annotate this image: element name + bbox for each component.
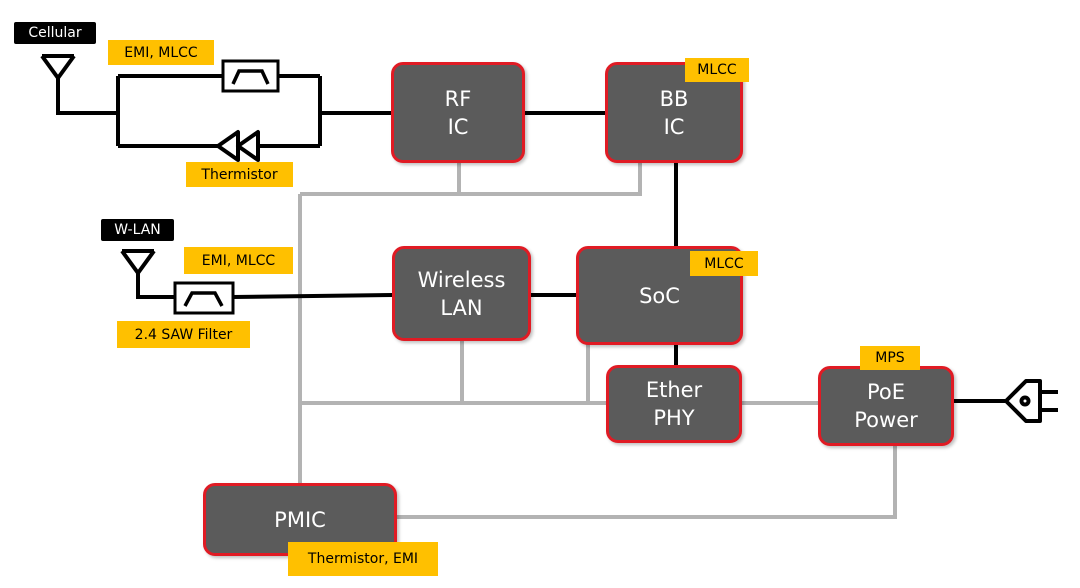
- rf-ic-line-2: IC: [447, 114, 469, 139]
- bb-mlcc-tag: MLCC: [685, 58, 749, 82]
- wlan-to-wireless: [232, 293, 394, 299]
- ether-phy-block: Ether PHY: [606, 365, 742, 443]
- wlan-emi-mlcc-tag: EMI, MLCC: [184, 247, 293, 274]
- thermistor-icon: [216, 130, 260, 162]
- wlan-antenna-icon: [120, 249, 156, 277]
- signal-lines: [56, 74, 1005, 403]
- saw-filter-icon: [173, 281, 235, 315]
- cellular-antenna-icon: [40, 54, 76, 82]
- cellular-antenna-feed: [56, 76, 118, 115]
- mps-tag: MPS: [860, 346, 920, 370]
- saw-filter-tag: 2.4 SAW Filter: [117, 321, 250, 348]
- cellular-label: Cellular: [14, 22, 96, 44]
- power-lines: [298, 162, 897, 519]
- bb-ic-line-2: IC: [663, 114, 685, 139]
- wlan-antenna-feed: [136, 270, 175, 299]
- soc-line-1: SoC: [639, 283, 680, 308]
- cellular-emi-mlcc-tag: EMI, MLCC: [108, 40, 214, 65]
- power-line-pmic-poe: [396, 446, 897, 519]
- wireless-lan-line-1: Wireless: [417, 267, 506, 292]
- thermistor-tag: Thermistor: [186, 162, 293, 187]
- rf-ic-line-1: RF: [444, 86, 472, 111]
- rf-ic-block: RF IC: [391, 62, 525, 163]
- wireless-lan-line-2: LAN: [440, 295, 483, 320]
- wireless-lan-block: Wireless LAN: [392, 246, 531, 341]
- power-line-rf-bb-branch: [300, 162, 461, 196]
- ether-phy-line-1: Ether: [645, 378, 703, 402]
- power-plug-icon: [1004, 379, 1058, 423]
- poe-power-block: PoE Power: [818, 366, 954, 446]
- soc-mlcc-tag: MLCC: [690, 251, 758, 276]
- wlan-label: W-LAN: [101, 219, 174, 241]
- power-line-bb-branch: [459, 162, 642, 196]
- poe-power-line-2: Power: [854, 408, 918, 432]
- poe-power-line-1: PoE: [866, 380, 906, 404]
- pmic-line-1: PMIC: [274, 507, 326, 532]
- cellular-filter-icon: [221, 59, 280, 93]
- ether-phy-line-2: PHY: [653, 406, 695, 430]
- pmic-thermistor-emi-tag: Thermistor, EMI: [288, 542, 438, 576]
- bb-ic-line-1: BB: [659, 86, 689, 111]
